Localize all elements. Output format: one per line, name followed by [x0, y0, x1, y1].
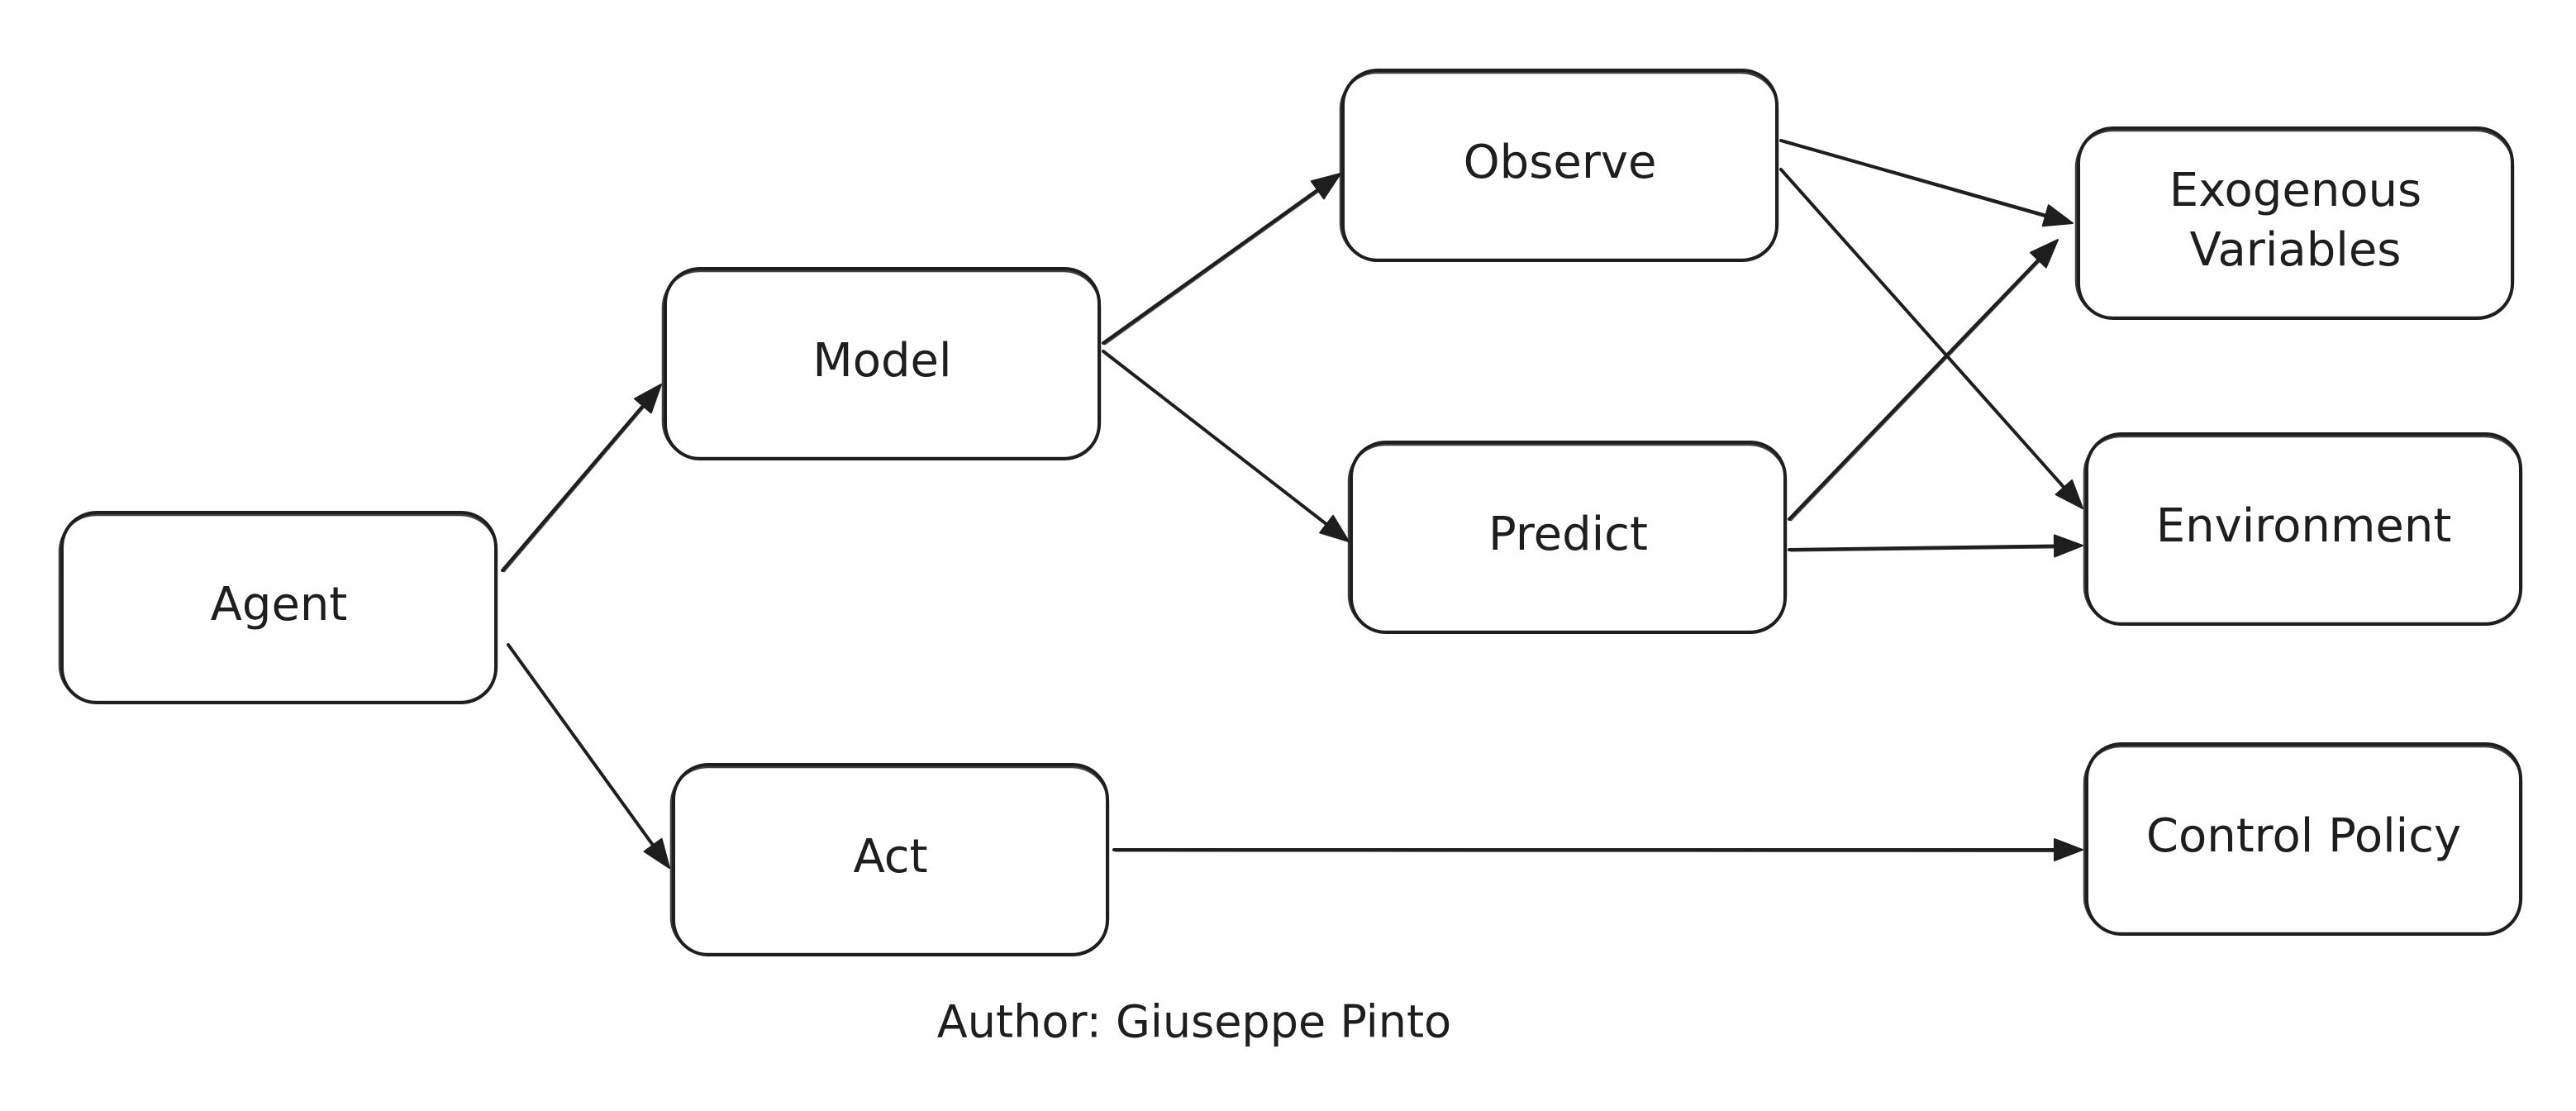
- edge-line-sketch: [1115, 850, 2056, 852]
- node-model: Model: [661, 267, 1102, 460]
- node-predict: Predict: [1347, 441, 1788, 634]
- node-label-environment: Environment: [2156, 499, 2452, 553]
- node-box-sketch: [2083, 435, 2523, 625]
- edge-model-to-predict: [1102, 350, 1350, 542]
- edges-layer: [501, 139, 2083, 869]
- arrowhead: [2030, 239, 2059, 269]
- node-label-control: Control Policy: [2146, 809, 2461, 863]
- node-box-sketch: [661, 269, 1102, 460]
- node-box-sketch: [2074, 129, 2515, 319]
- arrowhead: [1319, 514, 1350, 542]
- node-label-predict: Predict: [1488, 508, 1648, 561]
- edge-line-sketch: [509, 645, 655, 848]
- node-box-sketch: [2083, 745, 2523, 935]
- node-box-sketch: [1347, 443, 1788, 633]
- edge-line: [501, 403, 645, 572]
- arrowhead: [634, 384, 662, 414]
- node-act: Act: [669, 763, 1110, 956]
- node-environment: Environment: [2083, 432, 2523, 626]
- edge-predict-to-exogenous: [1788, 239, 2059, 522]
- author-credit: Author: Giuseppe Pinto: [937, 996, 1451, 1048]
- edge-line: [1102, 188, 1320, 345]
- edge-line: [1788, 258, 2040, 521]
- edge-agent-to-act: [507, 643, 670, 869]
- node-label-observe: Observe: [1464, 136, 1657, 189]
- arrowhead: [2055, 479, 2083, 509]
- edge-line-sketch: [1782, 169, 2066, 490]
- edge-line-sketch: [1104, 351, 1329, 527]
- edge-act-to-control: [1112, 838, 2083, 861]
- edge-line-sketch: [1104, 190, 1320, 346]
- node-label-act: Act: [853, 830, 927, 884]
- arrowhead: [1310, 173, 1341, 200]
- edge-line-sketch: [503, 406, 645, 573]
- node-label-exogenous-line-2: Variables: [2190, 223, 2402, 277]
- edge-line-sketch: [1790, 546, 2057, 552]
- node-box-sketch: [669, 765, 1110, 956]
- node-label-model: Model: [812, 334, 951, 388]
- edge-line-sketch: [1790, 260, 2040, 522]
- edge-model-to-observe: [1102, 173, 1341, 346]
- arrowhead: [2054, 838, 2083, 861]
- edge-line: [1779, 139, 2048, 217]
- node-box-sketch: [1339, 71, 1779, 261]
- node-label-agent: Agent: [211, 578, 348, 632]
- arrowhead: [2053, 534, 2083, 558]
- edge-predict-to-environment: [1788, 534, 2083, 558]
- node-agent: Agent: [58, 511, 498, 704]
- node-label-exogenous-line-1: Exogenous: [2169, 164, 2421, 217]
- edge-observe-to-exogenous: [1779, 139, 2074, 227]
- edge-line-sketch: [1782, 141, 2048, 218]
- node-box-sketch: [58, 513, 498, 703]
- edge-line: [1788, 544, 2057, 551]
- node-observe: Observe: [1339, 69, 1779, 262]
- arrowhead: [643, 837, 670, 869]
- edge-agent-to-model: [501, 384, 662, 573]
- node-control: Control Policy: [2083, 742, 2523, 936]
- arrowhead: [2041, 204, 2074, 227]
- edge-observe-to-environment: [1779, 168, 2083, 509]
